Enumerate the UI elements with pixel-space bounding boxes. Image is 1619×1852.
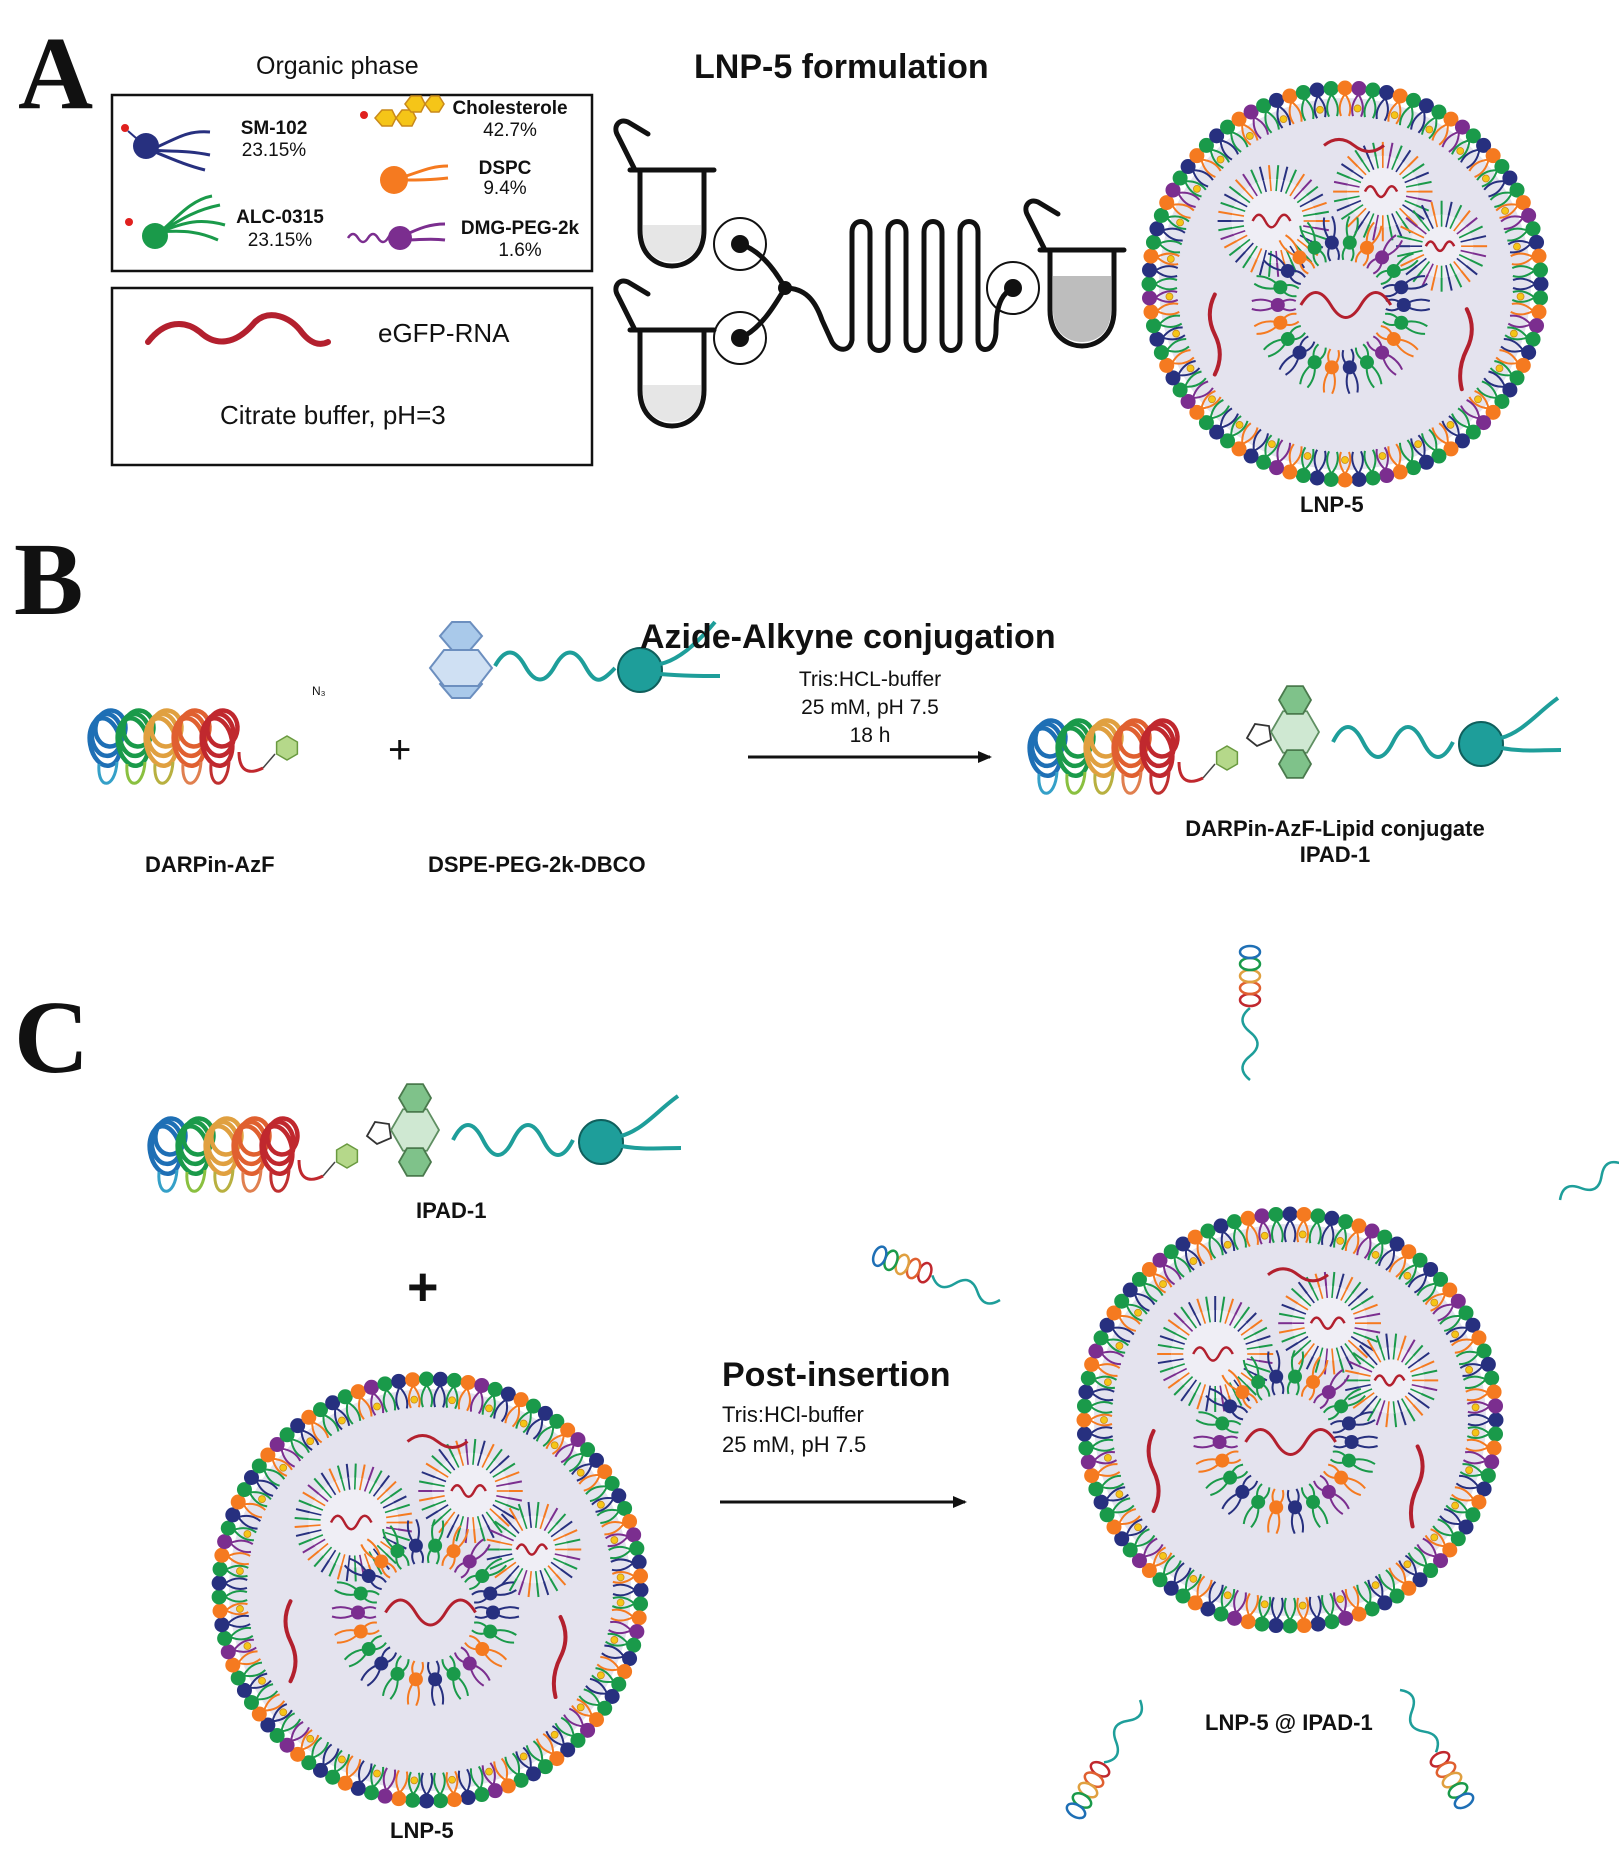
ipad1-label-c: IPAD-1 xyxy=(416,1198,487,1223)
lnp5-particle-a xyxy=(1141,80,1549,488)
lnp5-ipad-label: LNP-5 @ IPAD-1 xyxy=(1205,1710,1373,1735)
dspc-icon xyxy=(380,164,449,194)
dspc-name: DSPC xyxy=(478,158,532,179)
azide-label: N₃ xyxy=(312,684,326,698)
plus-b: + xyxy=(388,728,412,772)
aqueous-phase-box xyxy=(110,286,594,467)
dmgpeg-icon xyxy=(346,222,446,250)
dmgpeg-percent: 1.6% xyxy=(498,240,542,261)
dbco-molecule xyxy=(428,621,494,699)
lnp5-label-a: LNP-5 xyxy=(1300,492,1364,517)
ipad1-darpin-c xyxy=(147,1116,359,1193)
condition-b-line2: 25 mM, pH 7.5 xyxy=(801,696,939,719)
cholesterol-percent: 42.7% xyxy=(483,120,537,141)
alc0315-percent: 23.15% xyxy=(247,230,313,251)
peg-lipid-tail-b1 xyxy=(493,620,721,693)
ipad1-darpin xyxy=(1027,718,1239,795)
ipad1-lipid-tail-c xyxy=(451,1094,682,1165)
ipad1-product-line1: DARPin-AzF-Lipid conjugate xyxy=(1185,816,1485,841)
lnp5-formulation-title: LNP-5 formulation xyxy=(694,48,989,86)
plus-c: + xyxy=(407,1257,439,1317)
panel-c-letter: C xyxy=(14,980,90,1095)
darpin-azf-molecule xyxy=(87,708,299,785)
sm102-percent: 23.15% xyxy=(241,140,307,161)
cholesterol-name: Cholesterole xyxy=(452,98,568,119)
sm102-icon xyxy=(121,124,211,172)
organic-phase-box xyxy=(110,93,594,273)
ipad1-triazole-c xyxy=(365,1083,441,1177)
cholesterol-icon xyxy=(360,95,445,127)
dspc-percent: 9.4% xyxy=(483,178,527,199)
lnp5-ipad-particle xyxy=(871,944,1619,1820)
rna-icon xyxy=(145,312,331,347)
inlet-dots xyxy=(731,235,1022,347)
condition-b-line3: 18 h xyxy=(849,724,891,747)
condition-c-line2: 25 mM, pH 7.5 xyxy=(722,1432,867,1457)
lnp5-label-c: LNP-5 xyxy=(390,1818,454,1843)
ipad1-product-line2: IPAD-1 xyxy=(1299,842,1371,867)
ipad1-triazole-dbco xyxy=(1245,685,1321,779)
sm102-name: SM-102 xyxy=(240,118,308,139)
dmgpeg-name: DMG-PEG-2k xyxy=(460,218,580,239)
alc0315-name: ALC-0315 xyxy=(236,207,324,228)
post-insertion-title: Post-insertion xyxy=(722,1356,951,1394)
egfp-rna-label: eGFP-RNA xyxy=(378,318,510,348)
alc0315-icon xyxy=(125,194,226,249)
organic-phase-title: Organic phase xyxy=(256,52,419,80)
condition-c-line1: Tris:HCl-buffer xyxy=(722,1402,864,1427)
panel-b-letter: B xyxy=(14,522,84,637)
azide-alkyne-title: Azide-Alkyne conjugation xyxy=(640,618,1056,656)
lnp5-particle-c xyxy=(211,1371,649,1809)
darpin-azf-label: DARPin-AzF xyxy=(145,852,275,877)
citrate-buffer-label: Citrate buffer, pH=3 xyxy=(220,400,446,430)
microfluidic-chip xyxy=(613,118,1127,429)
dspe-peg-dbco-label: DSPE-PEG-2k-DBCO xyxy=(428,852,646,877)
panel-a-letter: A xyxy=(18,16,94,131)
ipad1-lipid-tail xyxy=(1331,696,1562,767)
condition-b-line1: Tris:HCL-buffer xyxy=(798,668,942,691)
